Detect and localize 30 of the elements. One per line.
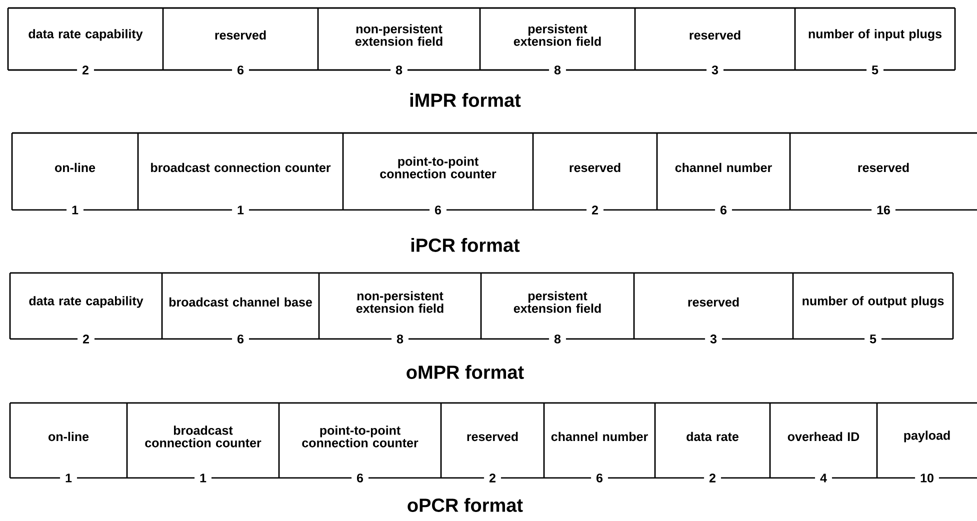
bit-width: 1 xyxy=(60,472,77,484)
bit-width: 1 xyxy=(194,472,212,484)
bit-width: 2 xyxy=(586,204,604,216)
bit-width: 6 xyxy=(232,334,249,344)
bit-width: 6 xyxy=(430,204,446,216)
bit-width: 6 xyxy=(715,204,732,216)
bit-width: 2 xyxy=(704,472,721,484)
bit-width: 2 xyxy=(78,334,94,344)
bit-width: 8 xyxy=(549,334,566,344)
bit-width: 8 xyxy=(392,334,408,344)
format-title: oMPR format xyxy=(406,365,524,379)
bit-width: 6 xyxy=(352,472,368,484)
format-title: iMPR format xyxy=(410,93,521,107)
bit-width: 3 xyxy=(706,64,724,76)
bit-width: 8 xyxy=(549,64,566,76)
bit-width: 8 xyxy=(390,64,408,76)
bit-width: 1 xyxy=(66,204,84,216)
bit-width: 6 xyxy=(232,64,249,76)
format-title: oPCR format xyxy=(408,498,523,512)
bit-width: 2 xyxy=(484,472,501,484)
bit-width: 2 xyxy=(77,64,94,76)
bit-width: 4 xyxy=(815,472,832,484)
format-title: iPCR format xyxy=(411,238,520,252)
bit-width: 10 xyxy=(915,472,939,484)
bit-width: 1 xyxy=(232,204,249,216)
bit-width: 16 xyxy=(872,204,896,216)
bit-width: 3 xyxy=(705,334,722,344)
bit-width: 5 xyxy=(864,334,882,344)
bit-width: 6 xyxy=(591,472,608,484)
bit-width: 5 xyxy=(866,64,884,76)
